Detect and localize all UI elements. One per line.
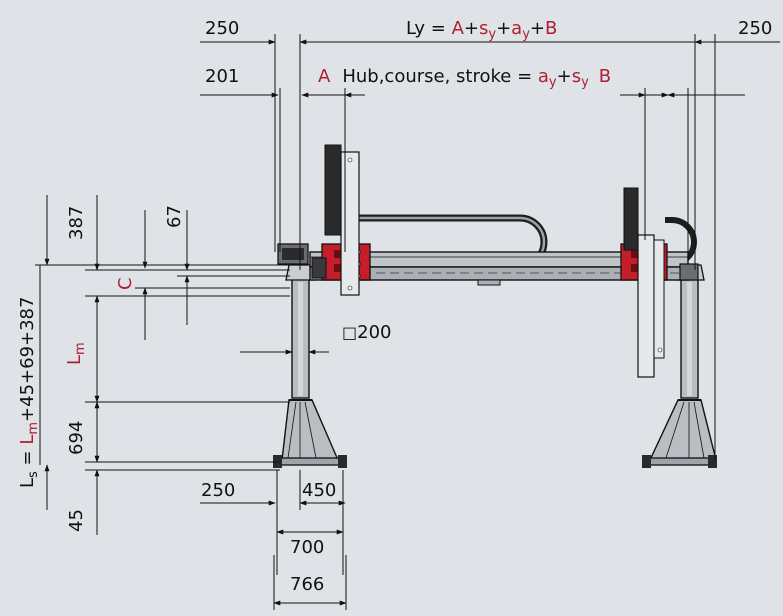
- dim-45: 45: [66, 509, 87, 532]
- dimension-lines: [35, 34, 780, 610]
- dim-lm: Lm: [64, 342, 88, 365]
- dim-c: C: [115, 277, 136, 290]
- dim-200: 200: [357, 322, 391, 343]
- dim-387: 387: [66, 206, 87, 240]
- dim-250-right: 250: [738, 18, 772, 39]
- ls-formula: Ls = Lm+45+69+387: [17, 297, 41, 488]
- ly-ay-base: a: [511, 18, 522, 39]
- ls-l: L: [17, 478, 38, 488]
- lm-sub: m: [73, 342, 88, 355]
- stroke-sy-sub: y: [581, 75, 589, 90]
- stroke-ay-sub: y: [549, 75, 557, 90]
- lm-base: L: [64, 355, 85, 365]
- ly-plus-1: +: [464, 18, 479, 39]
- dim-67: 67: [164, 205, 185, 228]
- gantry-machine: [273, 144, 717, 468]
- stroke-text: Hub,course, stroke =: [342, 66, 538, 87]
- right-carriage: [620, 187, 699, 378]
- dim-201: 201: [205, 66, 239, 87]
- ly-sy-sub: y: [488, 27, 496, 42]
- dim-square-200: □200: [342, 322, 391, 343]
- ly-a: A: [452, 18, 465, 39]
- dim-766: 766: [290, 574, 324, 595]
- stroke-sy-base: s: [572, 66, 581, 87]
- stroke-b: B: [599, 66, 611, 87]
- ls-lm-sub: m: [26, 422, 41, 435]
- ls-sub: s: [26, 471, 41, 478]
- ly-plus-2: +: [496, 18, 511, 39]
- stroke-ay-base: a: [538, 66, 549, 87]
- left-support-column: [273, 264, 347, 468]
- ly-sy-base: s: [479, 18, 488, 39]
- ly-plus-3: +: [530, 18, 545, 39]
- ly-b: B: [545, 18, 557, 39]
- stroke-plus: +: [557, 66, 572, 87]
- ls-eq: =: [17, 445, 38, 472]
- ls-lm-base: L: [17, 435, 38, 445]
- dim-250-left: 250: [205, 18, 239, 39]
- main-beam: [309, 251, 689, 286]
- dim-250-bottom: 250: [201, 480, 235, 501]
- stroke-a: A: [318, 66, 331, 87]
- ly-formula: Ly = A+sy+ay+B: [406, 18, 557, 42]
- dim-450: 450: [302, 480, 336, 501]
- ly-prefix: Ly =: [406, 18, 452, 39]
- dim-694: 694: [66, 421, 87, 455]
- ls-tail: +45+69+387: [17, 297, 38, 422]
- dim-700: 700: [290, 537, 324, 558]
- square-symbol: □: [342, 323, 357, 342]
- ly-ay-sub: y: [522, 27, 530, 42]
